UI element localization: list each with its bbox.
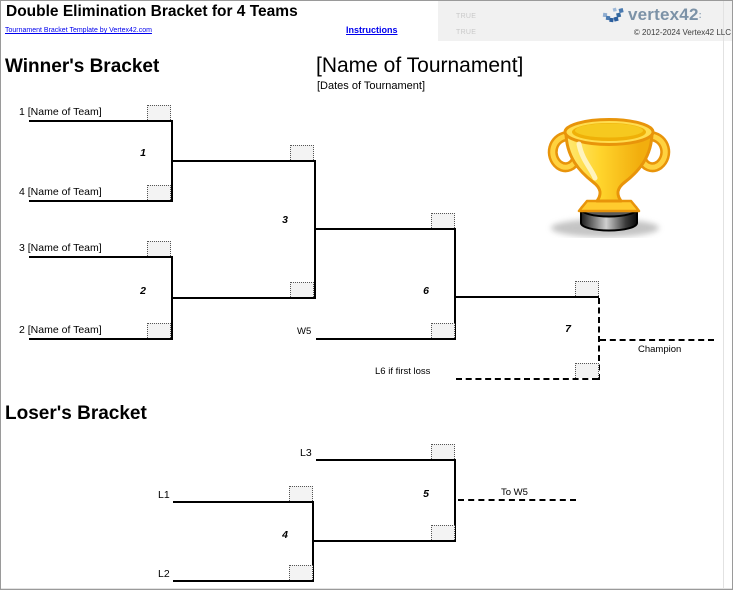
- to-w5-label: To W5: [501, 487, 528, 498]
- match1-number: 1: [140, 147, 146, 159]
- vertex42-logo-mark: :: [698, 10, 702, 20]
- match6-output-line: [456, 296, 599, 298]
- match5-connector: [454, 459, 456, 542]
- match3-number: 3: [282, 214, 288, 226]
- l3-label: L3: [300, 447, 312, 459]
- flag-true-bottom: TRUE: [456, 29, 477, 36]
- score-box-m7-top[interactable]: [575, 281, 599, 296]
- page-title: Double Elimination Bracket for 4 Teams: [6, 3, 298, 20]
- match6-number: 6: [423, 285, 429, 297]
- l3-line: [316, 459, 454, 461]
- match2-number: 2: [140, 285, 146, 297]
- team-seed1-name[interactable]: 1 [Name of Team]: [19, 106, 102, 118]
- match4-connector: [312, 501, 314, 582]
- team-seed2-name[interactable]: 2 [Name of Team]: [19, 324, 102, 336]
- l1-line: [173, 501, 312, 503]
- l1-label: L1: [158, 489, 170, 501]
- score-box-m4-bottom[interactable]: [289, 565, 313, 580]
- l6-dashed-line: [456, 378, 598, 380]
- vertex42-logo[interactable]: vertex42:: [602, 5, 702, 25]
- match2-connector: [171, 256, 173, 340]
- score-box-m1-top[interactable]: [147, 105, 171, 120]
- score-box-m2-bottom[interactable]: [147, 323, 171, 338]
- match6-connector: [454, 228, 456, 340]
- team2-line: [29, 338, 173, 340]
- l2-line: [173, 580, 312, 582]
- score-box-m4-top[interactable]: [289, 486, 313, 501]
- match4-number: 4: [282, 529, 288, 541]
- team-seed4-name[interactable]: 4 [Name of Team]: [19, 186, 102, 198]
- l2-label: L2: [158, 568, 170, 580]
- score-box-m3-top[interactable]: [290, 145, 314, 160]
- l6-if-first-loss-label: L6 if first loss: [375, 366, 431, 377]
- match7-number: 7: [565, 323, 571, 335]
- vertex42-logo-text: vertex42: [628, 5, 699, 24]
- match7-connector: [598, 298, 600, 380]
- tournament-dates[interactable]: [Dates of Tournament]: [317, 80, 426, 92]
- match1-output-line: [173, 160, 316, 162]
- to-w5-dashed-line: [458, 499, 576, 501]
- winners-bracket-heading: Winner's Bracket: [5, 56, 160, 77]
- trophy-image: [547, 118, 671, 237]
- score-box-m6-top[interactable]: [431, 213, 455, 228]
- tournament-name[interactable]: [Name of Tournament]: [316, 54, 524, 77]
- champion-label: Champion: [638, 344, 682, 355]
- match3-output-line: [316, 228, 456, 230]
- w5-line: [316, 338, 454, 340]
- page-bottom-gridline: [1, 588, 732, 589]
- score-box-m7-bottom[interactable]: [575, 363, 599, 378]
- score-box-m6-bottom[interactable]: [431, 323, 455, 338]
- flag-true-top: TRUE: [456, 13, 477, 20]
- score-box-m5-top[interactable]: [431, 444, 455, 459]
- header-flags-panel: [438, 1, 732, 41]
- team-seed3-name[interactable]: 3 [Name of Team]: [19, 242, 102, 254]
- instructions-link[interactable]: Instructions: [346, 25, 398, 35]
- match1-connector: [171, 120, 173, 202]
- copyright-text: © 2012-2024 Vertex42 LLC: [633, 28, 731, 37]
- page-right-gridline: [723, 1, 724, 589]
- match5-number: 5: [423, 488, 429, 500]
- score-box-m1-bottom[interactable]: [147, 185, 171, 200]
- champion-dashed-line: [600, 339, 714, 341]
- score-box-m5-bottom[interactable]: [431, 525, 455, 540]
- match3-connector: [314, 160, 316, 299]
- team1-line: [29, 120, 173, 122]
- team4-line: [29, 200, 173, 202]
- team3-line: [29, 256, 173, 258]
- match2-output-line: [173, 297, 316, 299]
- w5-label: W5: [297, 326, 312, 337]
- match4-output-line: [314, 540, 454, 542]
- score-box-m3-bottom[interactable]: [290, 282, 314, 297]
- score-box-m2-top[interactable]: [147, 241, 171, 256]
- vertex42-logo-icon: [602, 7, 624, 23]
- template-link[interactable]: Tournament Bracket Template by Vertex42.…: [5, 27, 152, 34]
- losers-bracket-heading: Loser's Bracket: [5, 403, 147, 424]
